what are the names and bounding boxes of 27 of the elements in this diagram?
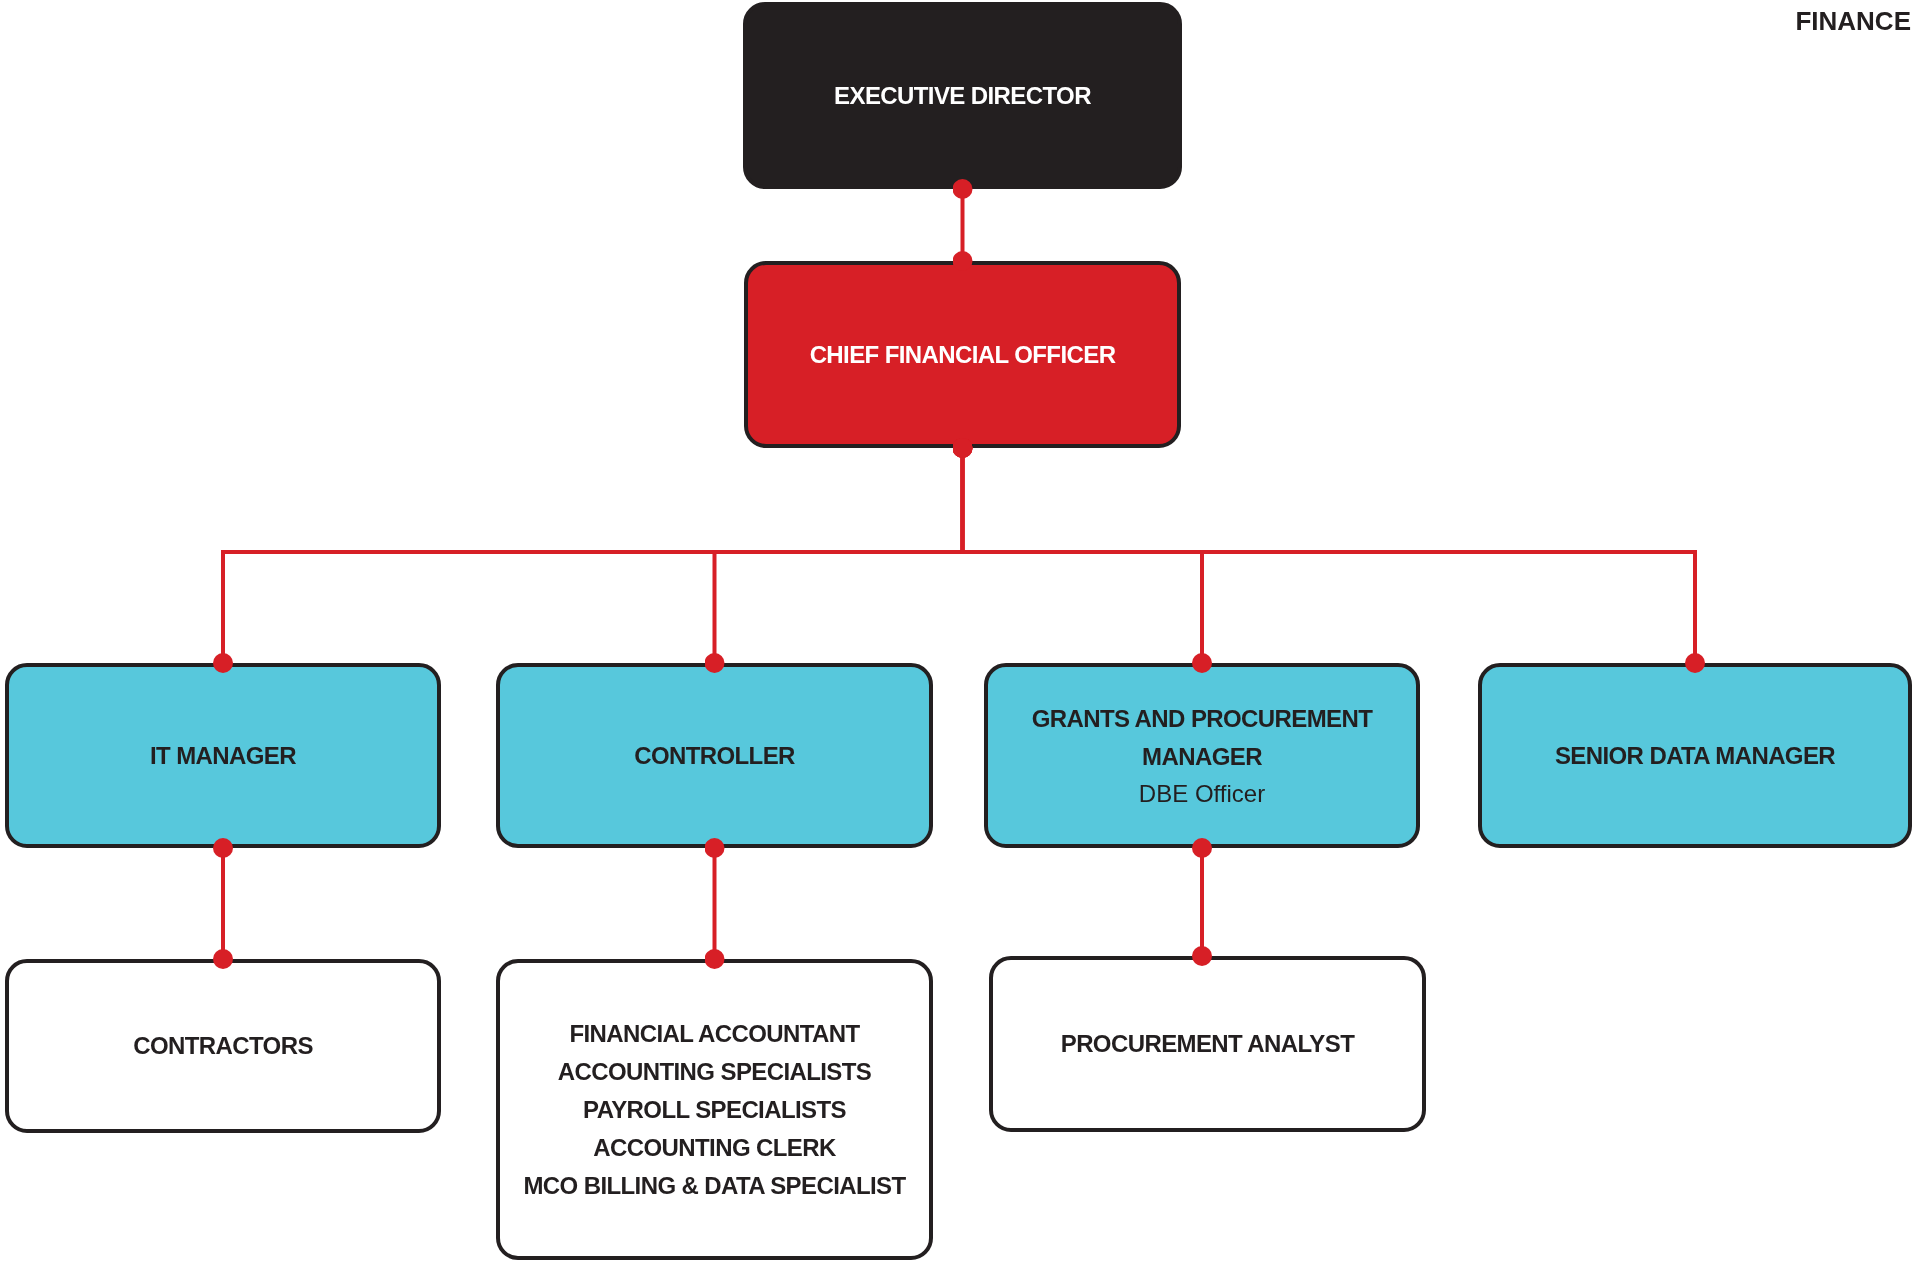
role-title: GRANTS AND PROCUREMENT MANAGER [1030, 703, 1374, 772]
page-heading: FINANCE [1795, 5, 1911, 38]
manager-box [5, 663, 441, 848]
role-title: PAYROLL SPECIALISTS [582, 1094, 847, 1125]
manager-box [496, 663, 933, 848]
role-title: CONTRACTORS [132, 1031, 314, 1061]
role-title: CHIEF FINANCIAL OFFICER [808, 339, 1117, 370]
role-title: PROCUREMENT ANALYST [1059, 1029, 1356, 1059]
manager-box [1478, 663, 1912, 848]
role-subtitle: DBE Officer [1138, 778, 1266, 809]
role-title: CONTROLLER [633, 740, 796, 771]
manager-box [984, 663, 1420, 848]
role-title: IT MANAGER [149, 740, 297, 771]
role-title: SENIOR DATA MANAGER [1553, 740, 1837, 771]
staff-box [496, 959, 933, 1260]
connector-line [1192, 838, 1212, 966]
staff-box [5, 959, 441, 1133]
connector-line [704, 838, 725, 969]
role-title: ACCOUNTING SPECIALISTS [556, 1056, 873, 1087]
role-title: EXECUTIVE DIRECTOR [833, 80, 1092, 111]
role-title: MCO BILLING & DATA SPECIALIST [522, 1170, 907, 1201]
director-box [743, 2, 1182, 189]
officer-box [744, 261, 1181, 448]
connector-line [213, 838, 233, 969]
staff-box [989, 956, 1426, 1132]
role-title: ACCOUNTING CLERK [592, 1132, 837, 1163]
role-title: FINANCIAL ACCOUNTANT [568, 1018, 861, 1049]
